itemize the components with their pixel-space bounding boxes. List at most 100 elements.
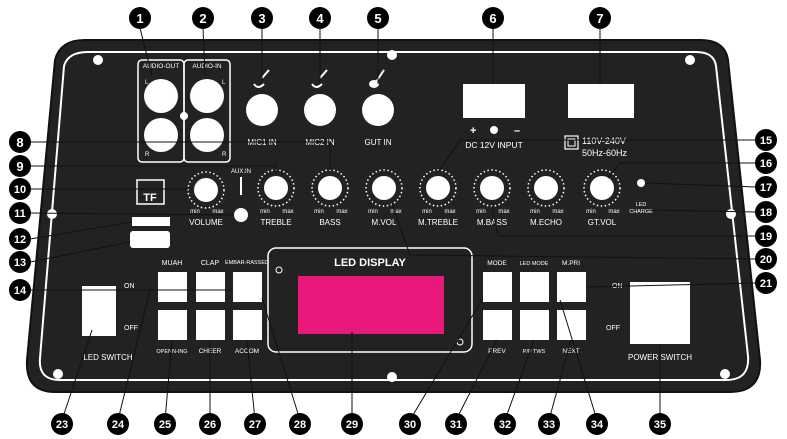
svg-text:1: 1 (136, 11, 143, 26)
callout-4: 4 (309, 7, 331, 29)
callout-21: 21 (755, 272, 777, 294)
callout-badges: 1 2 3 4 5 6 7 8 9 10 11 12 13 14 15 16 1… (9, 7, 777, 435)
callout-24: 24 (107, 413, 129, 435)
led-switch-label: LED SWITCH (83, 353, 133, 362)
button-accom[interactable] (233, 310, 262, 340)
power-switch-off-label: OFF (606, 325, 620, 332)
svg-text:27: 27 (249, 419, 261, 431)
audio-out-r-mark: R (145, 152, 150, 158)
button-embarrassed[interactable] (233, 272, 262, 302)
mic2-jack[interactable] (304, 94, 336, 126)
ac-input-socket[interactable] (568, 84, 634, 118)
led-charge-label-2: CHARGE (629, 209, 653, 215)
audio-out-l-jack[interactable] (144, 79, 178, 113)
button-next[interactable] (557, 310, 586, 340)
mic1-jack[interactable] (246, 94, 278, 126)
button-cheer[interactable] (196, 310, 225, 340)
callout-32: 32 (494, 413, 516, 435)
callout-34: 34 (586, 413, 608, 435)
callout-2: 2 (192, 7, 214, 29)
audio-in-l-mark: L (222, 80, 226, 86)
knob-m-echo-label: M.ECHO (530, 218, 562, 227)
svg-text:20: 20 (760, 254, 772, 266)
button-mode[interactable] (483, 272, 512, 302)
callout-19: 19 (755, 225, 777, 247)
svg-text:min: min (260, 209, 270, 215)
callout-14: 14 (9, 279, 31, 301)
knob-volume[interactable]: min max VOLUME (187, 171, 225, 227)
svg-text:MODE: MODE (487, 260, 507, 267)
callout-6: 6 (482, 7, 504, 29)
dc-input-socket[interactable] (463, 84, 525, 118)
svg-text:25: 25 (159, 419, 171, 431)
knob-row: min max VOLUME min max TREBLE min max BA… (187, 169, 621, 227)
knob-m-vol[interactable]: min max M.VOL (365, 169, 403, 227)
callout-13: 13 (9, 251, 31, 273)
audio-in-r-jack[interactable] (190, 118, 224, 152)
svg-text:5: 5 (374, 11, 381, 26)
callout-9: 9 (9, 155, 31, 177)
button-led-mode[interactable] (520, 272, 549, 302)
knob-m-treble[interactable]: min max M.TREBLE (418, 169, 458, 227)
svg-text:12: 12 (14, 234, 26, 246)
knob-bass-label: BASS (319, 218, 340, 227)
knob-gt-vol[interactable]: min max GT.VOL (583, 169, 621, 227)
led-display-screen (298, 276, 444, 334)
knob-m-echo[interactable]: min max M.ECHO (527, 169, 565, 227)
svg-text:min: min (530, 209, 540, 215)
svg-text:CLAP: CLAP (201, 260, 220, 267)
svg-text:16: 16 (760, 158, 772, 170)
knob-volume-label: VOLUME (189, 218, 223, 227)
dc-plus-mark: + (470, 125, 476, 137)
audio-out-label: AUDIO-OUT (143, 63, 180, 70)
callout-25: 25 (154, 413, 176, 435)
svg-text:4: 4 (316, 11, 324, 26)
screw-top-right (685, 55, 695, 65)
svg-text:6: 6 (489, 11, 496, 26)
svg-text:26: 26 (204, 419, 216, 431)
gut-label: GUT IN (365, 138, 392, 147)
tf-card-slot[interactable] (130, 231, 170, 248)
svg-text:min: min (190, 209, 200, 215)
power-switch[interactable] (630, 282, 690, 344)
callout-26: 26 (199, 413, 221, 435)
led-charge-indicator (637, 179, 645, 187)
screw-top-mid (387, 50, 397, 60)
svg-text:11: 11 (14, 208, 26, 220)
usb-port[interactable] (132, 217, 170, 226)
svg-text:19: 19 (760, 231, 772, 243)
audio-in-box (183, 59, 231, 163)
callout-31: 31 (445, 413, 467, 435)
svg-text:PREV: PREV (488, 348, 506, 355)
svg-text:2: 2 (199, 11, 206, 26)
audio-in-label: AUDIO-IN (192, 63, 222, 70)
svg-text:7: 7 (596, 11, 603, 26)
callout-28: 28 (289, 413, 311, 435)
gut-jack[interactable] (362, 94, 394, 126)
audio-in-l-jack[interactable] (190, 79, 224, 113)
knob-m-bass[interactable]: min max M.BASS (473, 169, 511, 227)
led-switch[interactable] (82, 286, 116, 336)
callout-30: 30 (399, 413, 421, 435)
aux-in-jack[interactable] (234, 208, 248, 222)
knob-gt-vol-label: GT.VOL (588, 218, 617, 227)
knob-bass[interactable]: min max BASS (311, 169, 349, 227)
button-muah[interactable] (158, 272, 187, 302)
svg-text:max: max (336, 209, 347, 215)
button-prev[interactable] (483, 310, 512, 340)
svg-text:34: 34 (591, 419, 604, 431)
svg-text:OPENN-ING: OPENN-ING (156, 349, 187, 355)
aux-in-label: AUX.IN (231, 169, 251, 175)
button-m-pri[interactable] (557, 272, 586, 302)
svg-text:24: 24 (112, 419, 125, 431)
callout-17: 17 (755, 176, 777, 198)
button-clap[interactable] (196, 272, 225, 302)
audio-out-r-jack[interactable] (144, 118, 178, 152)
button-pp-tws[interactable] (520, 310, 549, 340)
led-switch-off-label: OFF (124, 325, 138, 332)
svg-text:ACCOM: ACCOM (235, 348, 259, 355)
svg-text:min: min (422, 209, 432, 215)
button-opening[interactable] (158, 310, 187, 340)
mic1-icon (253, 69, 270, 88)
